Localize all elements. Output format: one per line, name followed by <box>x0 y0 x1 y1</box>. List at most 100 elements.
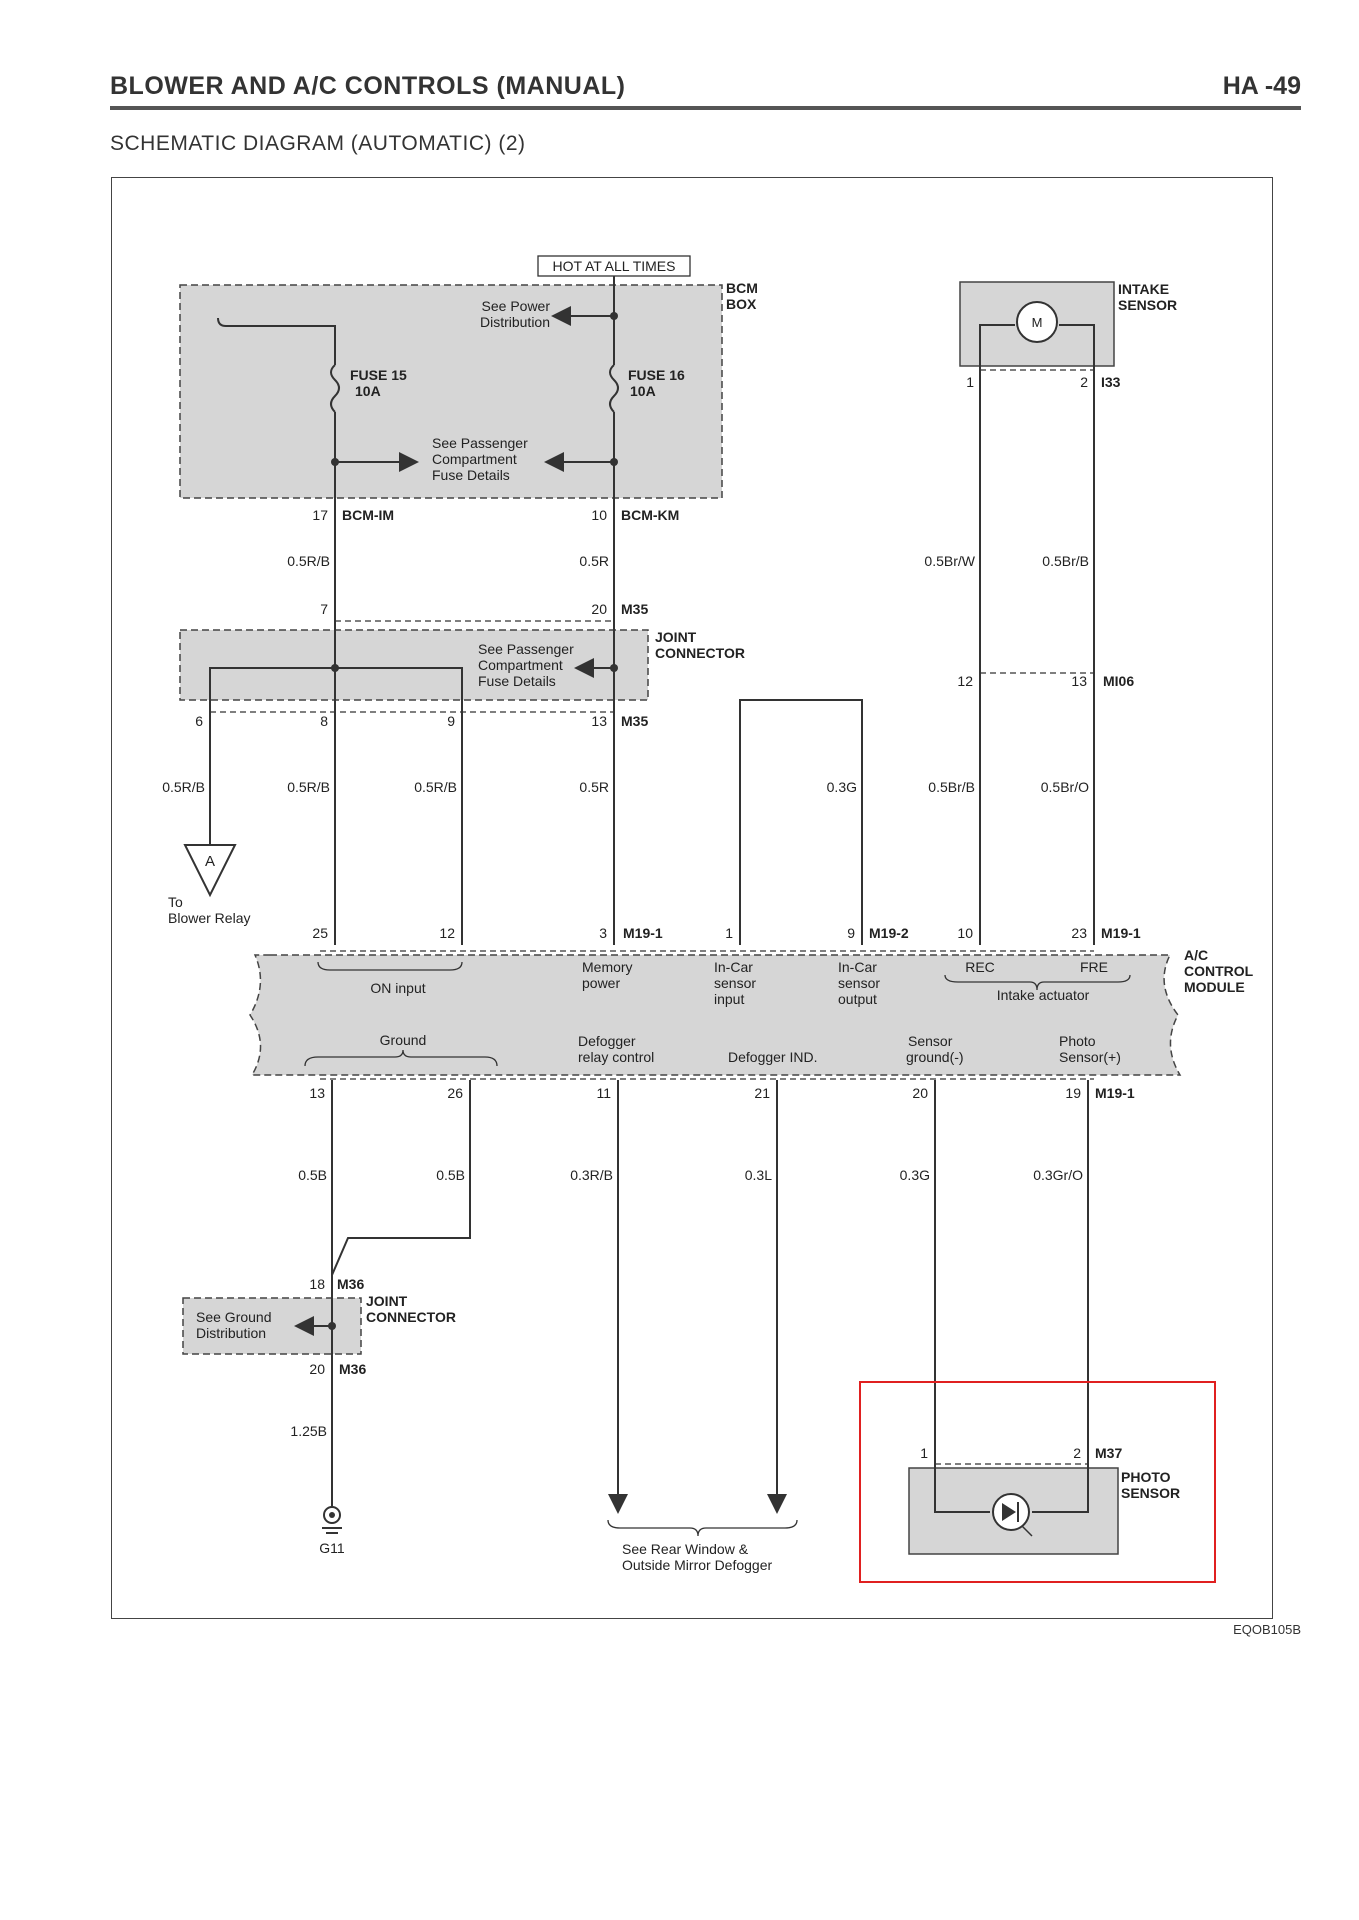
photodiode-icon <box>992 1493 1033 1537</box>
wire-label-pin21: 0.3L <box>745 1167 772 1183</box>
mi06-pin-13: 13 <box>1071 673 1087 689</box>
joint1-label-2: CONNECTOR <box>655 645 745 661</box>
in-car-output-label-2: sensor <box>838 975 880 991</box>
mi06-connector: MI06 <box>1103 673 1134 689</box>
see-passenger-fuse-2: Compartment <box>432 451 517 467</box>
defogger-relay-label-2: relay control <box>578 1049 654 1065</box>
on-input-label: ON input <box>370 980 425 996</box>
joint1-label: JOINT <box>655 629 697 645</box>
wire-label-ground-main: 1.25B <box>290 1423 327 1439</box>
module-label: A/C <box>1184 947 1208 963</box>
joint1-pin-7: 7 <box>320 601 328 617</box>
defogger-relay-label: Defogger <box>578 1033 636 1049</box>
wire-label-pin13: 0.5R <box>579 779 609 795</box>
see-power-distribution-1: See Power <box>482 298 551 314</box>
module-pin-21: 21 <box>754 1085 770 1101</box>
in-car-input-label-3: input <box>714 991 744 1007</box>
wire-label-pin9: 0.5R/B <box>414 779 457 795</box>
wire-label-bcm-im: 0.5R/B <box>287 553 330 569</box>
intake-sensor-label-2: SENSOR <box>1118 297 1177 313</box>
wire-label-pin11: 0.3R/B <box>570 1167 613 1183</box>
in-car-sensor-loop <box>739 699 863 945</box>
connector-a-to: To <box>168 894 183 910</box>
defogger-note-2: Outside Mirror Defogger <box>622 1557 773 1573</box>
module-connector-c: M19-1 <box>1101 925 1141 941</box>
joint1-see-3: Fuse Details <box>478 673 556 689</box>
bcm-pin-17: 17 <box>312 507 328 523</box>
joint1-see-1: See Passenger <box>478 641 574 657</box>
joint1-pin-20: 20 <box>591 601 607 617</box>
module-pin-13: 13 <box>309 1085 325 1101</box>
joint1-pin-8: 8 <box>320 713 328 729</box>
module-connector-bottom: M19-1 <box>1095 1085 1135 1101</box>
intake-pin-1: 1 <box>966 374 974 390</box>
photo-sensor-label-2: SENSOR <box>1121 1485 1180 1501</box>
wire-label-pin13-gnd: 0.5B <box>298 1167 327 1183</box>
bcm-connector-km: BCM-KM <box>621 507 679 523</box>
intake-pin-2: 2 <box>1080 374 1088 390</box>
wire-label-intake-1: 0.5Br/W <box>924 553 975 569</box>
bcm-box-label-2: BOX <box>726 296 757 312</box>
bcm-box: HOT AT ALL TIMES BCM BOX FUSE 15 10A See… <box>179 255 758 523</box>
joint2-pin-20: 20 <box>309 1361 325 1377</box>
module-pin-1: 1 <box>725 925 733 941</box>
module-pin-25: 25 <box>312 925 328 941</box>
fuse-16-icon <box>609 364 619 413</box>
bcm-pin-10: 10 <box>591 507 607 523</box>
fuse-16-label: FUSE 16 <box>628 367 685 383</box>
figure-reference: EQOB105B <box>1233 1622 1301 1637</box>
joint2-label: JOINT <box>366 1293 408 1309</box>
bcm-box-label: BCM <box>726 280 758 296</box>
module-connector-b: M19-2 <box>869 925 909 941</box>
memory-power-label-2: power <box>582 975 620 991</box>
defogger-ind-label: Defogger IND. <box>728 1049 817 1065</box>
wire-label-pin20: 0.3G <box>900 1167 930 1183</box>
connector-a-to-blower-relay: Blower Relay <box>168 910 250 926</box>
diagram-frame <box>111 177 1273 1619</box>
joint1-pin-6: 6 <box>195 713 203 729</box>
fuse-15-icon <box>330 364 340 413</box>
see-passenger-fuse-1: See Passenger <box>432 435 528 451</box>
joint2-connector-top: M36 <box>337 1276 364 1292</box>
wire-label-fre: 0.5Br/O <box>1041 779 1089 795</box>
module-pin-26: 26 <box>447 1085 463 1101</box>
photo-sensor-label: PHOTO <box>1121 1469 1171 1485</box>
joint1-pin-13: 13 <box>591 713 607 729</box>
fre-label: FRE <box>1080 959 1108 975</box>
ground-g11: G11 <box>319 1506 345 1556</box>
joint1-see-2: Compartment <box>478 657 563 673</box>
joint1-connector-bottom: M35 <box>621 713 648 729</box>
module-label-2: CONTROL <box>1184 963 1254 979</box>
ground-label: Ground <box>380 1032 427 1048</box>
fuse-16-rating: 10A <box>630 383 656 399</box>
intake-actuator-label: Intake actuator <box>997 987 1090 1003</box>
ac-control-module: A/C CONTROL MODULE 25 12 3 M19-1 1 9 M19… <box>249 925 1254 1101</box>
wire-label-pin8: 0.5R/B <box>287 779 330 795</box>
in-car-output-label-3: output <box>838 991 877 1007</box>
joint-connector-m36: 18 M36 See Ground Distribution JOINT CON… <box>182 1275 456 1377</box>
ground-g11-label: G11 <box>319 1540 345 1556</box>
photo-connector: M37 <box>1095 1445 1122 1461</box>
module-pin-19: 19 <box>1065 1085 1081 1101</box>
wire-label-intake-2: 0.5Br/B <box>1042 553 1089 569</box>
see-passenger-fuse-3: Fuse Details <box>432 467 510 483</box>
motor-icon <box>1016 301 1058 343</box>
wire-label-in-car: 0.3G <box>827 779 857 795</box>
photo-sensor: 1 2 M37 PHOTO SENSOR <box>859 1381 1216 1583</box>
motor-label: M <box>1032 315 1043 330</box>
module-pin-9: 9 <box>847 925 855 941</box>
wire-label-rec: 0.5Br/B <box>928 779 975 795</box>
connector-a-letter: A <box>205 853 215 870</box>
photo-sensor-plus-label: Photo <box>1059 1033 1096 1049</box>
module-pin-23: 23 <box>1071 925 1087 941</box>
rec-label: REC <box>965 959 995 975</box>
module-pin-10: 10 <box>957 925 973 941</box>
hot-at-all-times-label: HOT AT ALL TIMES <box>553 258 676 274</box>
diagram-subtitle: SCHEMATIC DIAGRAM (AUTOMATIC) (2) <box>110 132 526 155</box>
fuse-15-rating: 10A <box>355 383 381 399</box>
wire-label-pin19: 0.3Gr/O <box>1033 1167 1083 1183</box>
sensor-ground-label: Sensor <box>908 1033 953 1049</box>
joint-connector-m35: 7 20 M35 JOINT CONNECTOR See Passenger C… <box>179 601 745 729</box>
module-label-3: MODULE <box>1184 979 1245 995</box>
